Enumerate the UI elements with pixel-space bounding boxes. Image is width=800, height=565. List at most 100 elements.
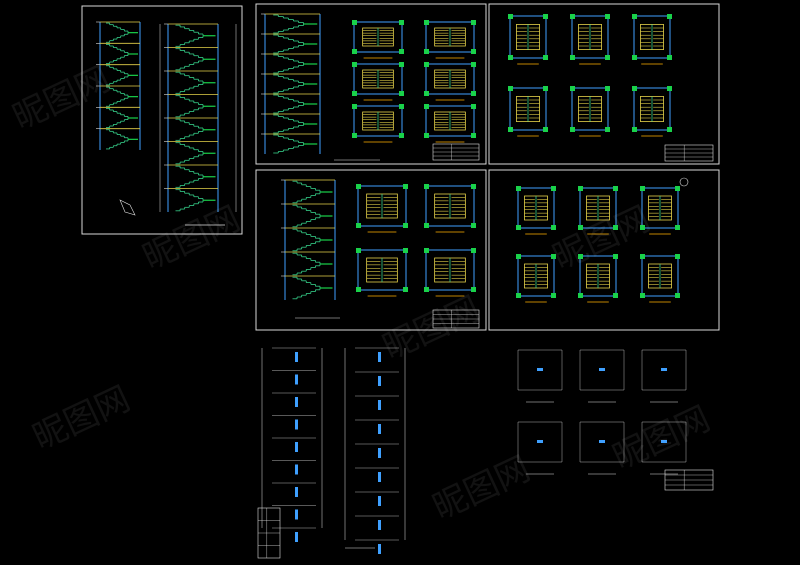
column-marker (471, 223, 476, 228)
plan-walls (517, 187, 555, 229)
plan-walls (641, 255, 679, 297)
sheet6-dimension-sections (261, 347, 406, 554)
sheet4-plan-3 (424, 184, 476, 233)
sheet-4-frame (255, 169, 487, 331)
sheet1-section-b (164, 23, 219, 212)
dim-tag (295, 419, 298, 430)
dim-tag (537, 440, 543, 443)
column-marker (632, 86, 637, 91)
column-marker (424, 248, 429, 253)
column-marker (471, 184, 476, 189)
column-marker (356, 287, 361, 292)
column-marker (551, 225, 556, 230)
plan-walls (509, 87, 547, 131)
sheet2-plan-6 (424, 104, 476, 143)
column-marker (424, 287, 429, 292)
dim-tag (537, 368, 543, 371)
sheet3-plan-5 (570, 86, 610, 137)
column-marker (543, 86, 548, 91)
column-marker (667, 55, 672, 60)
column-marker (399, 133, 404, 138)
column-marker (399, 62, 404, 67)
sheet4-plan-1 (356, 184, 408, 233)
plan-walls (425, 185, 475, 227)
column-marker (508, 86, 513, 91)
column-marker (471, 133, 476, 138)
sheet2-plan-4 (424, 20, 476, 59)
sheet7-dimension-plans (517, 349, 687, 475)
column-marker (356, 248, 361, 253)
column-marker (399, 91, 404, 96)
column-marker (403, 287, 408, 292)
column-marker (471, 287, 476, 292)
dim-tag (295, 352, 298, 362)
column-marker (403, 223, 408, 228)
sheet5-plan-6 (640, 254, 680, 303)
plan-walls (509, 15, 547, 59)
sheet2-plan-3 (352, 104, 404, 143)
dim-tag (599, 368, 605, 371)
column-marker (352, 133, 357, 138)
column-marker (424, 133, 429, 138)
column-marker (516, 293, 521, 298)
dim-tag (378, 496, 381, 506)
sheet2-title-block (432, 143, 480, 161)
dim-tag (378, 400, 381, 410)
plan-walls (571, 87, 609, 131)
dim-tag (295, 487, 298, 497)
column-marker (352, 20, 357, 25)
sheet4-section (281, 179, 336, 300)
column-marker (356, 223, 361, 228)
column-marker (352, 49, 357, 54)
dim-tag (378, 424, 381, 434)
sheet-frames (81, 3, 720, 331)
sheet3-plan-1 (508, 14, 548, 65)
plan-walls (425, 21, 475, 53)
sheet2-plan-2 (352, 62, 404, 101)
detail-symbol (119, 199, 136, 216)
column-marker (640, 254, 645, 259)
plan-walls (633, 15, 671, 59)
column-marker (399, 104, 404, 109)
column-marker (471, 49, 476, 54)
column-marker (613, 293, 618, 298)
plan-walls (517, 255, 555, 297)
column-marker (471, 104, 476, 109)
column-marker (424, 49, 429, 54)
plan-walls (571, 15, 609, 59)
dim-tag (378, 376, 381, 386)
column-marker (516, 186, 521, 191)
dim-tag (295, 464, 298, 475)
column-marker (543, 14, 548, 19)
plan-walls (425, 249, 475, 291)
sheet5-plan-3 (640, 186, 680, 235)
column-marker (516, 225, 521, 230)
column-marker (508, 127, 513, 132)
column-marker (543, 127, 548, 132)
column-marker (551, 254, 556, 259)
dim-tag (378, 448, 381, 458)
column-marker (667, 86, 672, 91)
column-marker (424, 104, 429, 109)
column-marker (667, 14, 672, 19)
dim-tag (661, 440, 667, 443)
column-marker (578, 186, 583, 191)
sheet1-section-a (96, 21, 141, 150)
column-marker (578, 225, 583, 230)
sheet3-plan-4 (508, 86, 548, 137)
column-marker (632, 127, 637, 132)
column-marker (640, 293, 645, 298)
sheet4-plan-2 (356, 248, 408, 297)
plan-walls (353, 63, 403, 95)
north-symbol (679, 177, 689, 187)
column-marker (570, 14, 575, 19)
dim-tag (295, 532, 298, 542)
plan-walls (425, 63, 475, 95)
sheet3-title-block (664, 144, 714, 162)
column-marker (352, 62, 357, 67)
column-marker (570, 127, 575, 132)
dim-tag (295, 397, 298, 407)
column-marker (551, 186, 556, 191)
column-marker (424, 184, 429, 189)
dim-tag (661, 368, 667, 371)
